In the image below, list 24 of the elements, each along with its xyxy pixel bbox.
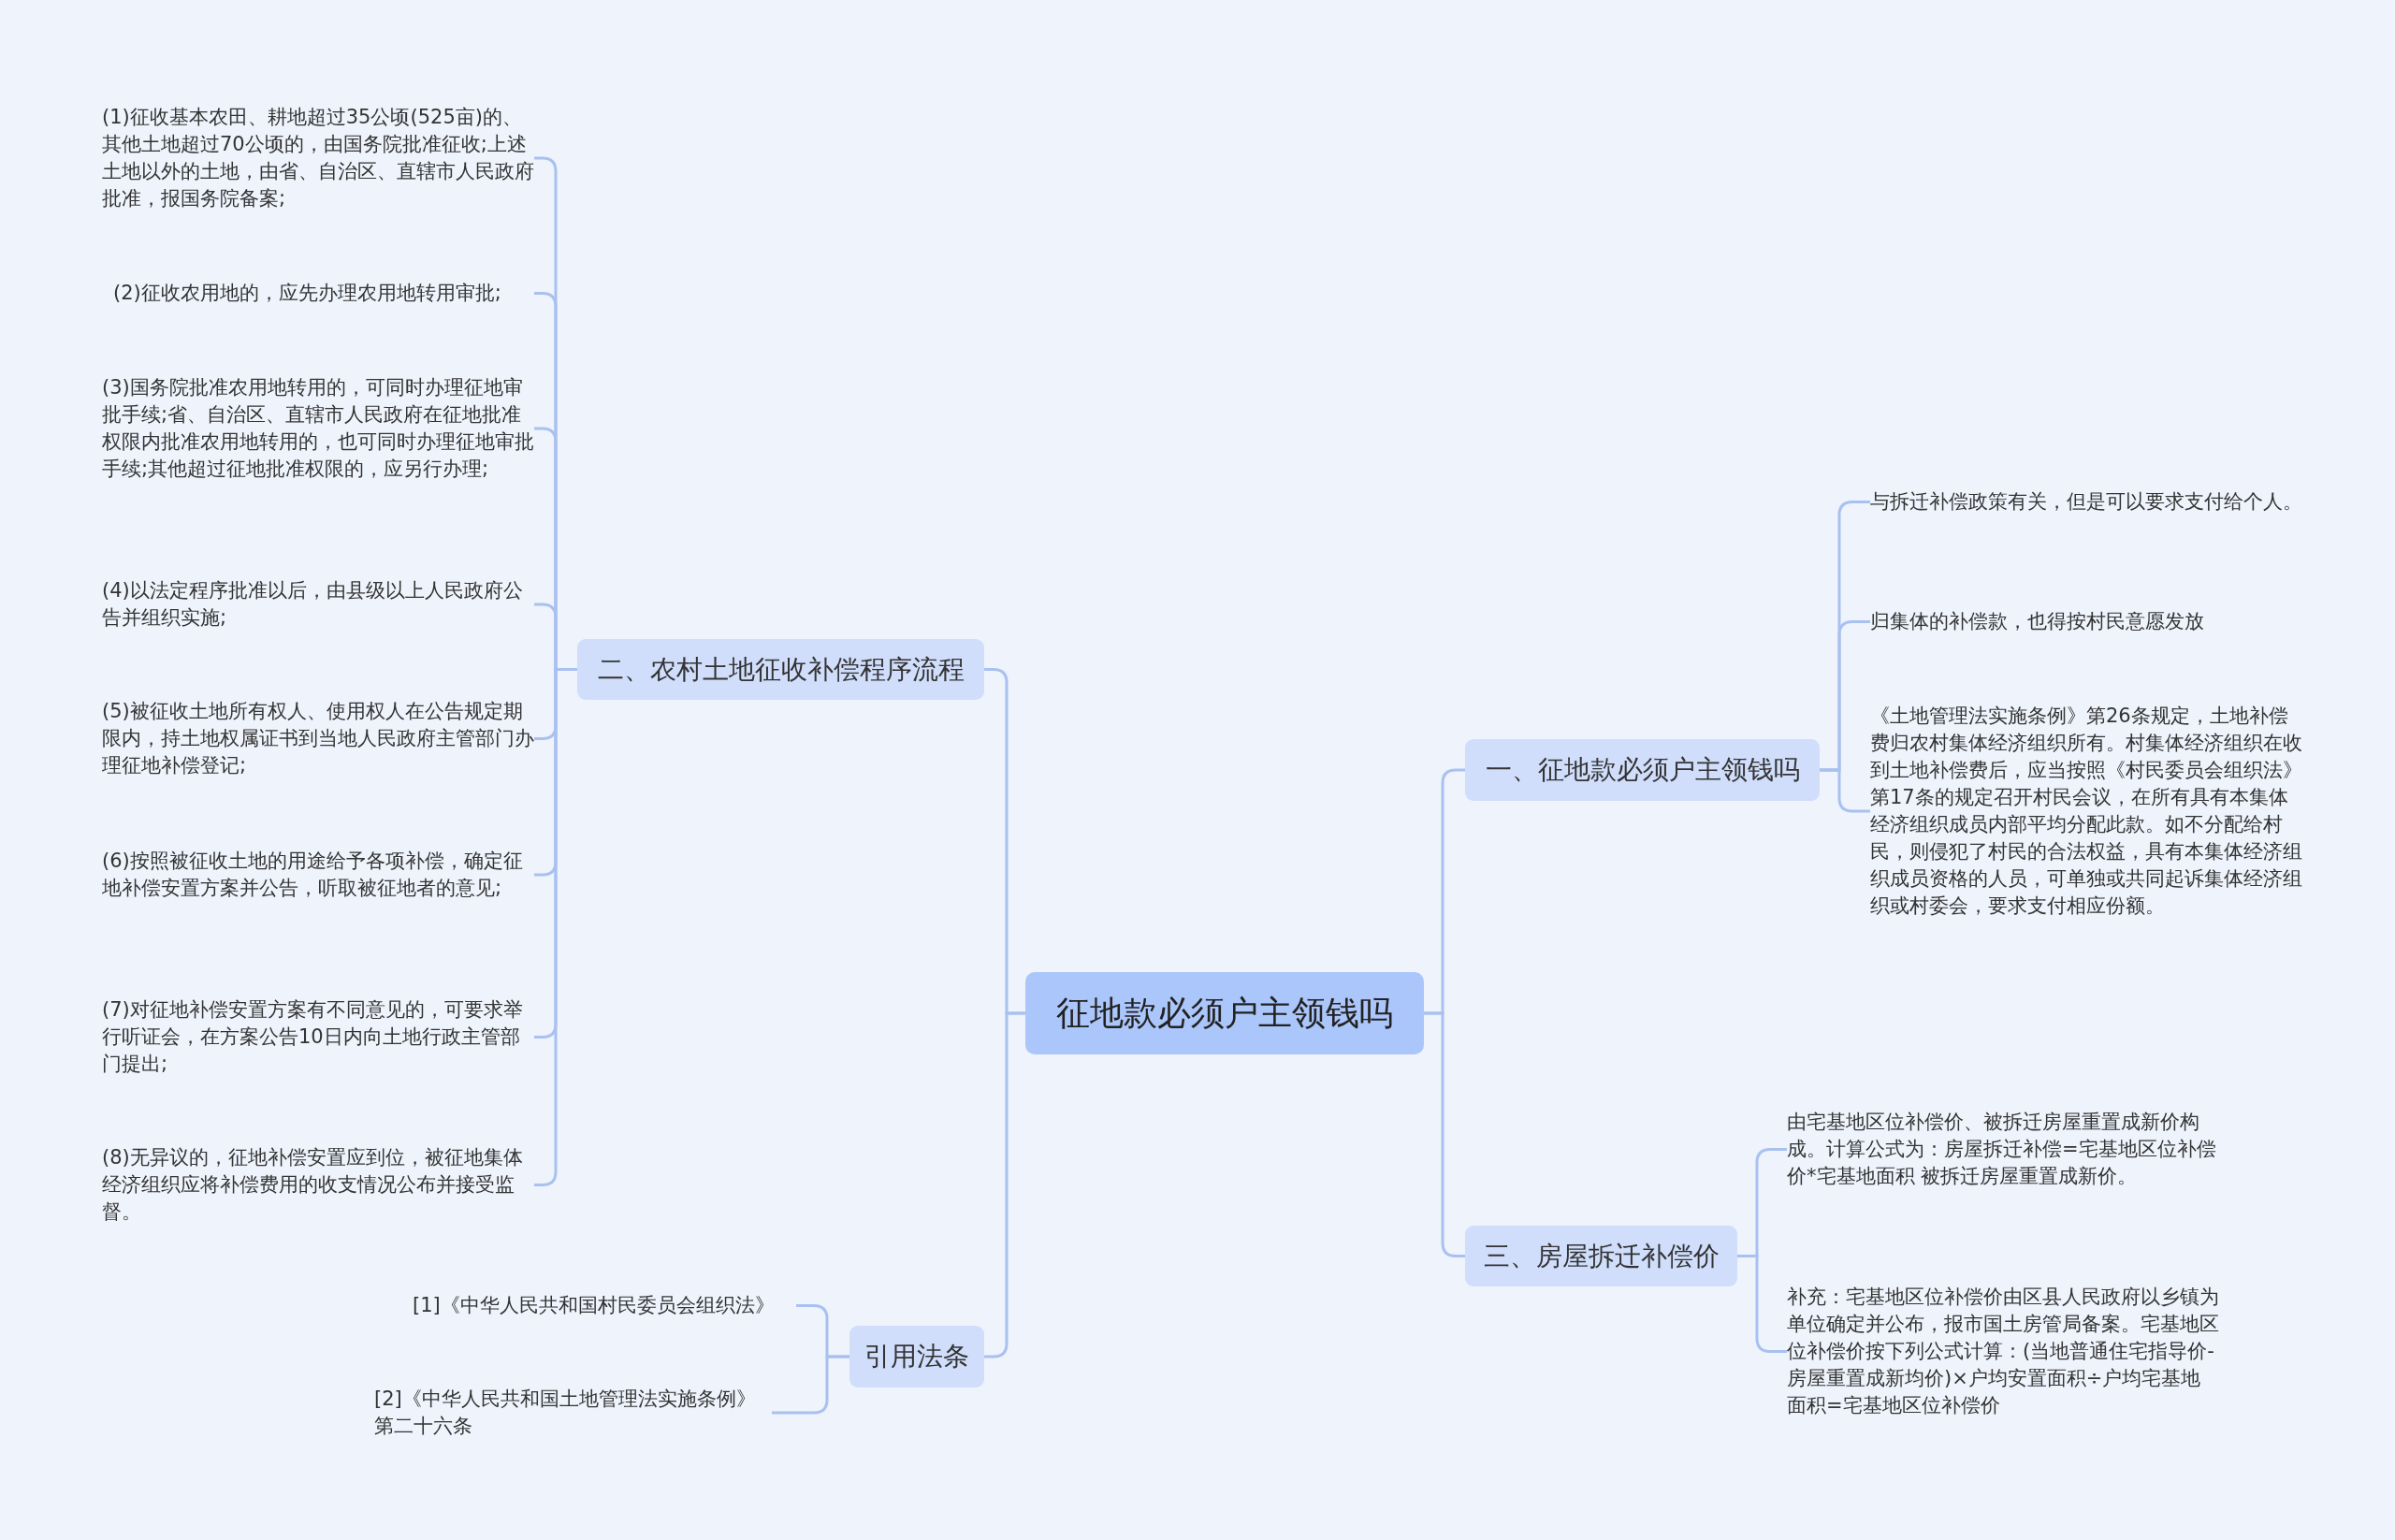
branch-topic-box: 引用法条 [849, 1326, 984, 1387]
connector-line [1424, 1011, 1465, 1257]
leaf-text: 归集体的补偿款，也得按村民意愿发放 [1870, 608, 2302, 635]
leaf-text: 《土地管理法实施条例》第26条规定，土地补偿费归农村集体经济组织所有。村集体经济组织在收到土地补偿费后，应当按照《村民委员会组织法》第17条的规定召开村民会议，在所有具有本集体经济组织成员内部平均分配此款。如不分配给村民，则侵犯了村民的合法权益，具有本集体经济组织成员资格的人员，可单独或共同起诉集体经济组织或村委会，要求支付相应份额。 [1870, 703, 2302, 920]
leaf-text: (7)对征地补偿安置方案有不同意见的，可要求举行听证会，在方案公告10日内向土地行政主管部门提出; [102, 996, 534, 1078]
leaf-text: (5)被征收土地所有权人、使用权人在公告规定期限内，持土地权属证书到当地人民政府主管部门办理征地补偿登记; [102, 698, 534, 779]
branch-topic-box: 一、征地款必须户主领钱吗 [1465, 739, 1820, 801]
leaf-text: 与拆迁补偿政策有关，但是可以要求支付给个人。 [1870, 488, 2302, 516]
connector-line [984, 1011, 1025, 1358]
branch-topic-box: 三、房屋拆迁补偿价 [1465, 1226, 1737, 1286]
leaf-text: (8)无异议的，征地补偿安置应到位，被征地集体经济组织应将补偿费用的收支情况公布并接受监督。 [102, 1144, 534, 1226]
branch-topic-box: 二、农村土地征收补偿程序流程 [577, 639, 984, 700]
leaf-text: (1)征收基本农田、耕地超过35公顷(525亩)的、其他土地超过70公顷的，由国务院批准征收;上述土地以外的土地，由省、自治区、直辖市人民政府批准，报国务院备案; [102, 104, 534, 212]
leaf-text: [2]《中华人民共和国土地管理法实施条例》第二十六条 [374, 1386, 772, 1440]
leaf-text: [1]《中华人民共和国村民委员会组织法》 [413, 1292, 796, 1319]
leaf-text: 由宅基地区位补偿价、被拆迁房屋重置成新价构成。计算公式为：房屋拆迁补偿=宅基地区位补偿价*宅基地面积 被拆迁房屋重置成新价。 [1787, 1109, 2219, 1190]
leaf-text: 补充：宅基地区位补偿价由区县人民政府以乡镇为单位确定并公布，报市国土房管局备案。宅基地区位补偿价按下列公式计算：(当地普通住宅指导价-房屋重置成新均价)×户均安置面积÷户均宅基地面积=宅基地区位补偿价 [1787, 1284, 2219, 1419]
connector-line [1820, 768, 1870, 813]
central-topic-box: 征地款必须户主领钱吗 [1025, 972, 1424, 1054]
connector-line [772, 1355, 849, 1415]
leaf-text: (2)征收农用地的，应先办理农用地转用审批; [102, 280, 534, 307]
leaf-text: (4)以法定程序批准以后，由县级以上人民政府公告并组织实施; [102, 577, 534, 632]
leaf-text: (3)国务院批准农用地转用的，可同时办理征地审批手续;省、自治区、直辖市人民政府在征地批准权限内批准农用地转用的，也可同时办理征地审批手续;其他超过征地批准权限的，应另行办理; [102, 374, 534, 483]
leaf-text: (6)按照被征收土地的用途给予各项补偿，确定征地补偿安置方案并公告，听取被征地者的意见; [102, 848, 534, 902]
